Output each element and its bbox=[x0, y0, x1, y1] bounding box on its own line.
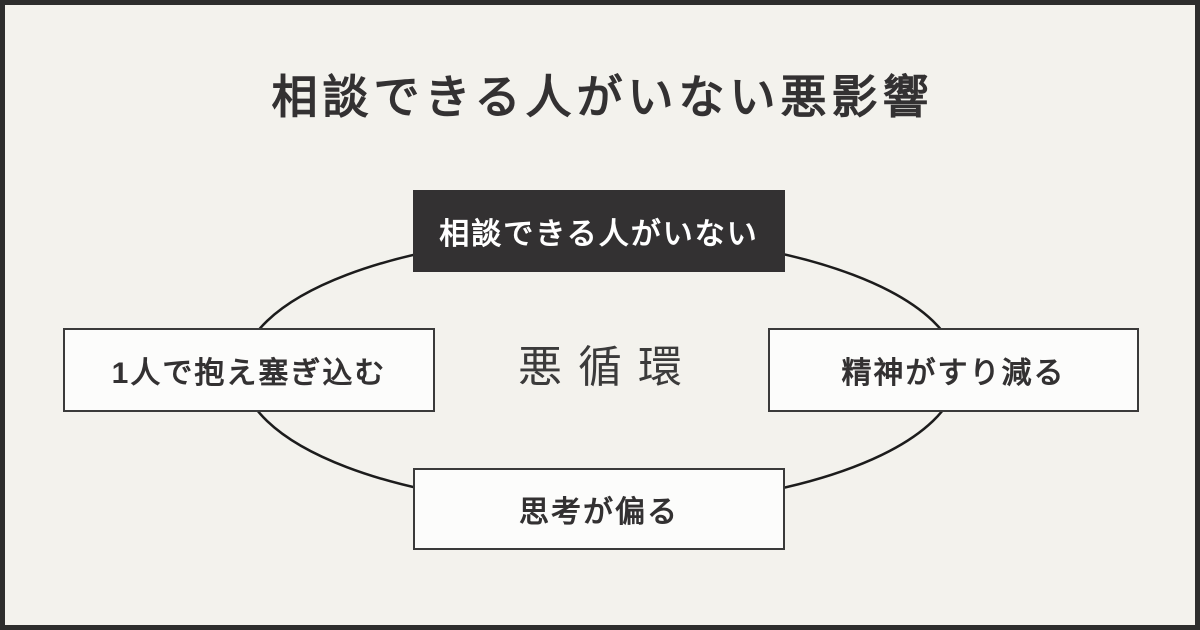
node-label: 精神がすり減る bbox=[841, 357, 1066, 390]
vicious-cycle-label: 悪循環 bbox=[518, 343, 698, 392]
node-mental-wear: 精神がすり減る bbox=[768, 328, 1139, 412]
node-label: 1人で抱え塞ぎ込む bbox=[111, 357, 387, 390]
node-label: 相談できる人がいない bbox=[439, 218, 759, 251]
page-title: 相談できる人がいない悪影響 bbox=[271, 71, 934, 123]
node-label: 思考が偏る bbox=[519, 496, 679, 529]
node-biased-thinking: 思考が偏る bbox=[413, 468, 785, 550]
node-bottle-up-alone: 1人で抱え塞ぎ込む bbox=[63, 328, 435, 412]
node-no-one-to-consult: 相談できる人がいない bbox=[413, 190, 785, 272]
